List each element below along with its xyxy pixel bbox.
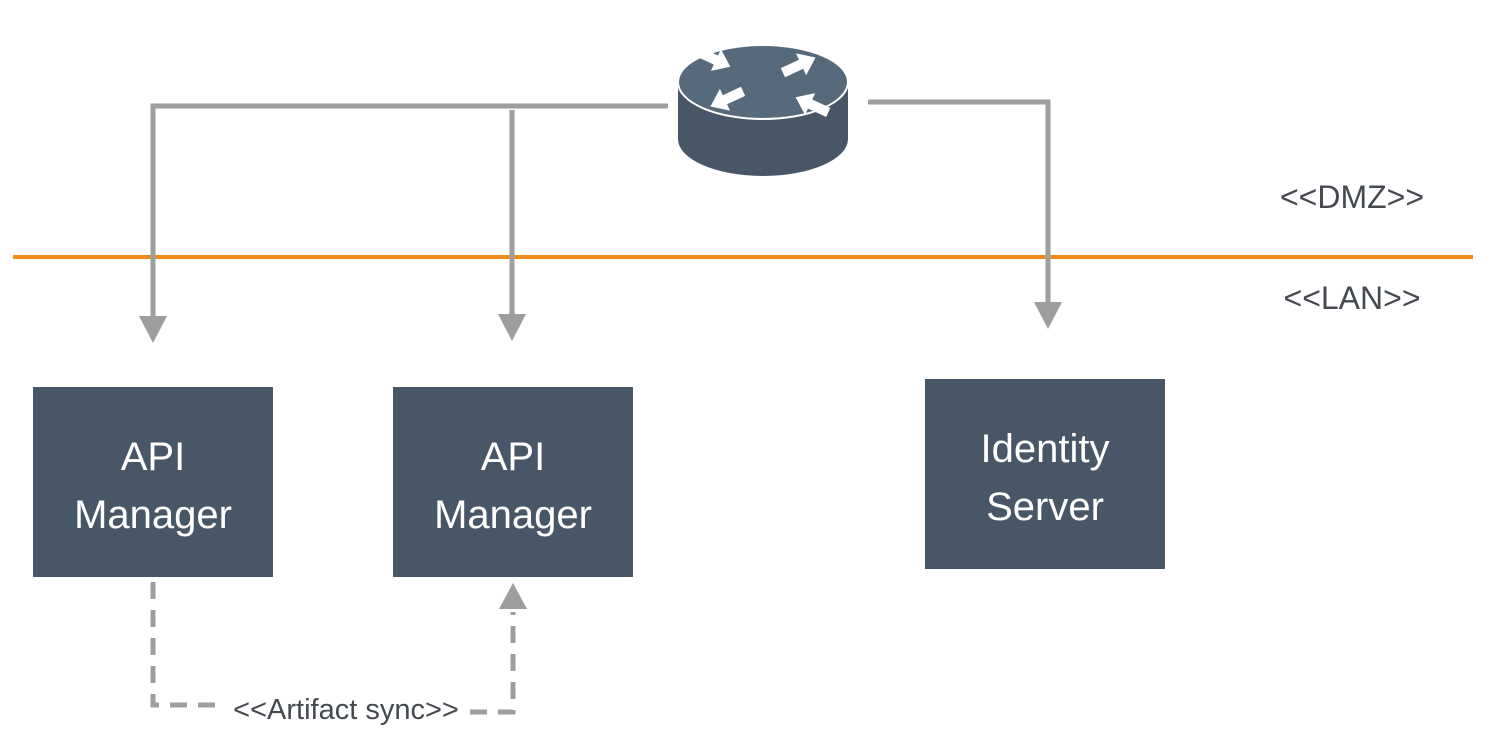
api-manager-node-1: API Manager bbox=[33, 387, 273, 577]
router-icon bbox=[677, 44, 849, 176]
connector-router-to-identity-server bbox=[868, 99, 1051, 304]
artifact-sync-path-left bbox=[150, 582, 225, 708]
artifact-sync-label: <<Artifact sync>> bbox=[233, 694, 459, 726]
identity-server-label-line1: Identity bbox=[981, 427, 1110, 471]
api-manager-2-label-line1: API bbox=[481, 435, 545, 479]
identity-server-label-line2: Server bbox=[986, 485, 1104, 529]
artifact-sync-connector bbox=[150, 582, 516, 715]
api-manager-1-label-line2: Manager bbox=[74, 493, 232, 537]
arrowhead-api-manager-1 bbox=[139, 316, 167, 343]
arrowhead-identity-server bbox=[1034, 302, 1062, 329]
router-connectors bbox=[150, 99, 1051, 318]
identity-server-node: Identity Server bbox=[925, 379, 1165, 569]
connector-router-to-api-manager-1 bbox=[150, 103, 668, 318]
api-manager-1-label-line1: API bbox=[121, 435, 185, 479]
arrowhead-api-manager-2 bbox=[498, 314, 526, 341]
dmz-zone-label: <<DMZ>> bbox=[1280, 179, 1424, 215]
lan-zone-label: <<LAN>> bbox=[1284, 280, 1421, 316]
artifact-sync-arrowhead bbox=[499, 583, 527, 609]
api-manager-node-2: API Manager bbox=[393, 387, 633, 577]
connector-arrowheads bbox=[139, 302, 1062, 343]
artifact-sync-path-right bbox=[470, 612, 516, 715]
api-manager-2-label-line2: Manager bbox=[434, 493, 592, 537]
